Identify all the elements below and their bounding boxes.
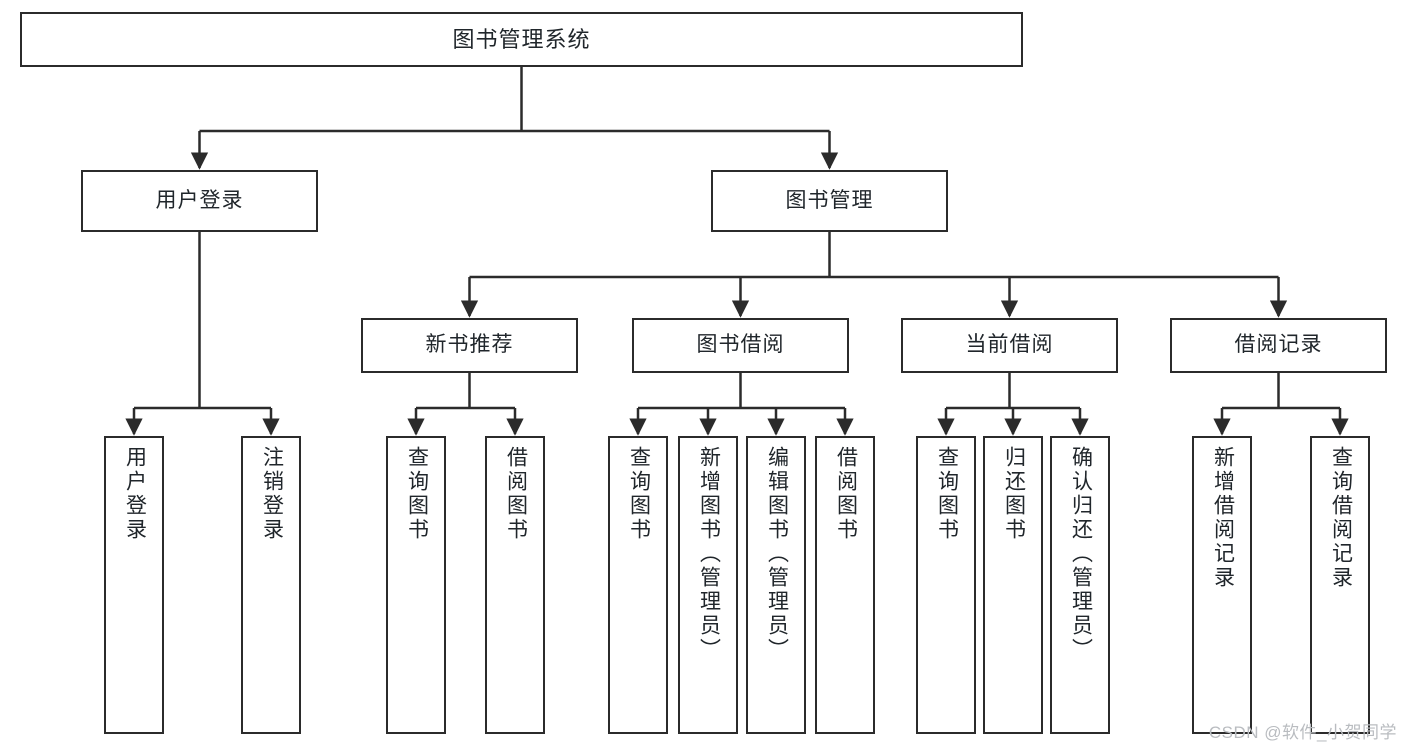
node-borrow-record[interactable]: 借阅记录 — [1170, 318, 1387, 373]
node-new-book-recommend-label: 新书推荐 — [425, 333, 514, 357]
leaf-query-borrow-record-label: 查询借阅记录 — [1329, 446, 1353, 590]
leaf-edit-book-label: 编辑图书（管理员） — [765, 446, 789, 662]
leaf-confirm-return-label: 确认归还（管理员） — [1069, 446, 1093, 662]
node-user-login[interactable]: 用户登录 — [81, 170, 318, 232]
leaf-query-borrow-record[interactable]: 查询借阅记录 — [1310, 436, 1370, 734]
leaf-return-book[interactable]: 归还图书 — [983, 436, 1043, 734]
leaf-borrow-book-1-label: 借阅图书 — [504, 446, 528, 542]
leaf-add-borrow-record-label: 新增借阅记录 — [1211, 446, 1235, 590]
leaf-borrow-book-2[interactable]: 借阅图书 — [815, 436, 875, 734]
leaf-add-book-label: 新增图书（管理员） — [697, 446, 721, 662]
leaf-return-book-label: 归还图书 — [1002, 446, 1026, 542]
node-new-book-recommend[interactable]: 新书推荐 — [361, 318, 578, 373]
leaf-edit-book[interactable]: 编辑图书（管理员） — [746, 436, 806, 734]
leaf-user-login-label: 用户登录 — [123, 446, 147, 542]
leaf-logout-login-label: 注销登录 — [260, 446, 284, 542]
node-borrow-record-label: 借阅记录 — [1234, 333, 1323, 357]
leaf-query-book-3-label: 查询图书 — [935, 446, 959, 542]
node-book-borrow[interactable]: 图书借阅 — [632, 318, 849, 373]
node-book-borrow-label: 图书借阅 — [696, 333, 785, 357]
leaf-borrow-book-1[interactable]: 借阅图书 — [485, 436, 545, 734]
node-current-borrow-label: 当前借阅 — [965, 333, 1054, 357]
leaf-add-borrow-record[interactable]: 新增借阅记录 — [1192, 436, 1252, 734]
leaf-query-book-2-label: 查询图书 — [627, 446, 651, 542]
node-book-management[interactable]: 图书管理 — [711, 170, 948, 232]
node-root-system-label: 图书管理系统 — [452, 26, 591, 52]
node-root-system[interactable]: 图书管理系统 — [20, 12, 1023, 67]
csdn-watermark: CSDN @软件_小贺同学 — [1208, 723, 1397, 742]
leaf-user-login[interactable]: 用户登录 — [104, 436, 164, 734]
leaf-query-book-1[interactable]: 查询图书 — [386, 436, 446, 734]
leaf-borrow-book-2-label: 借阅图书 — [834, 446, 858, 542]
leaf-add-book[interactable]: 新增图书（管理员） — [678, 436, 738, 734]
node-current-borrow[interactable]: 当前借阅 — [901, 318, 1118, 373]
leaf-query-book-3[interactable]: 查询图书 — [916, 436, 976, 734]
leaf-query-book-2[interactable]: 查询图书 — [608, 436, 668, 734]
leaf-confirm-return[interactable]: 确认归还（管理员） — [1050, 436, 1110, 734]
node-book-management-label: 图书管理 — [785, 188, 874, 212]
node-user-login-label: 用户登录 — [155, 188, 244, 212]
leaf-logout-login[interactable]: 注销登录 — [241, 436, 301, 734]
leaf-query-book-1-label: 查询图书 — [405, 446, 429, 542]
